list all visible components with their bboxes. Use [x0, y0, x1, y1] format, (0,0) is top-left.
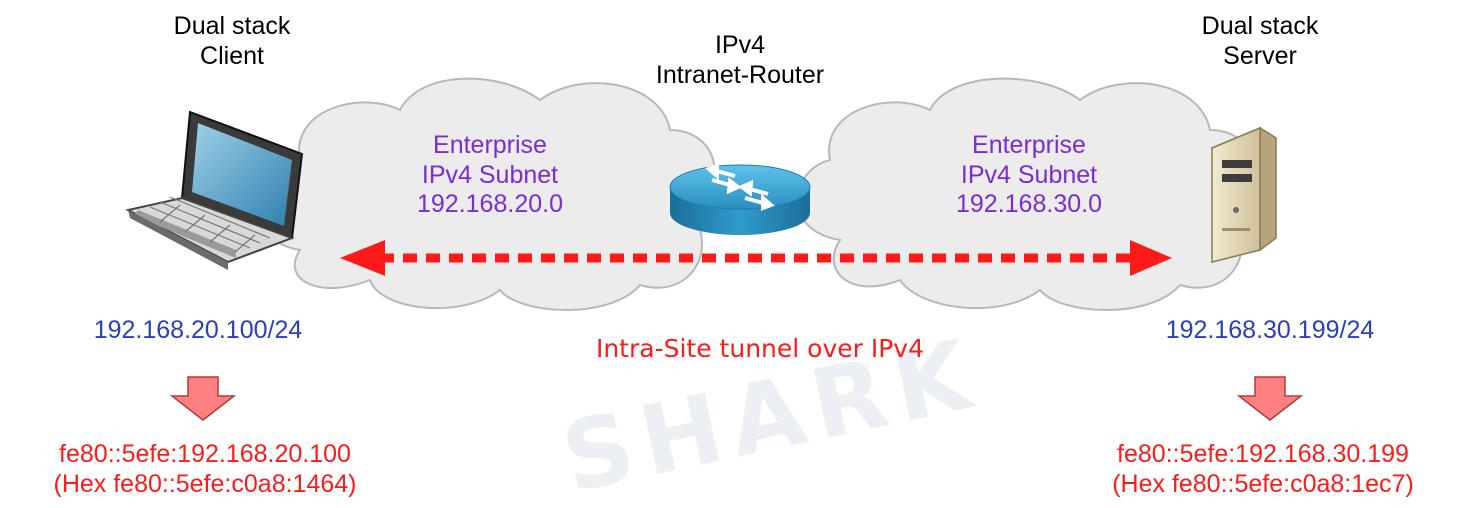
tunnel-arrow [340, 240, 1172, 276]
server-link-local: fe80::5efe:192.168.30.199 (Hex fe80::5ef… [1063, 440, 1463, 499]
server-title: Dual stack Server [1160, 12, 1360, 71]
client-ipv4-address: 192.168.20.100/24 [93, 316, 303, 344]
router-title-line2: Intranet-Router [655, 60, 825, 89]
router-title: IPv4 Intranet-Router [630, 31, 850, 90]
subnet-left-line3: 192.168.20.0 [417, 190, 563, 218]
router-title-line1: IPv4 [714, 31, 766, 59]
subnet-left-line2: IPv4 Subnet [421, 160, 559, 189]
subnet-right-line3: 192.168.30.0 [956, 190, 1102, 218]
down-arrow-right [1236, 376, 1304, 421]
client-title-line1: Dual stack [173, 12, 291, 40]
server-icon [1210, 126, 1278, 263]
subnet-right-line2: IPv4 Subnet [960, 160, 1098, 189]
tunnel-label: Intra-Site tunnel over IPv4 [595, 334, 925, 363]
server-link-local-hex: (Hex fe80::5efe:c0a8:1ec7) [1112, 469, 1414, 498]
client-link-local: fe80::5efe:192.168.20.100 (Hex fe80::5ef… [0, 440, 410, 499]
subnet-right-line1: Enterprise [972, 131, 1086, 159]
laptop-icon [125, 110, 304, 270]
subnet-left-line1: Enterprise [433, 131, 547, 159]
client-link-local-addr: fe80::5efe:192.168.20.100 [59, 440, 351, 468]
down-arrow-left [169, 376, 237, 421]
server-title-line1: Dual stack [1201, 12, 1319, 40]
subnet-right-label: Enterprise IPv4 Subnet 192.168.30.0 [929, 131, 1129, 220]
client-title: Dual stack Client [132, 12, 332, 71]
client-link-local-hex: (Hex fe80::5efe:c0a8:1464) [53, 469, 357, 498]
server-link-local-addr: fe80::5efe:192.168.30.199 [1117, 440, 1409, 468]
router-icon [669, 163, 811, 235]
subnet-left-label: Enterprise IPv4 Subnet 192.168.20.0 [390, 131, 590, 220]
server-title-line2: Server [1223, 41, 1297, 70]
client-title-line2: Client [200, 41, 264, 70]
server-ipv4-address: 192.168.30.199/24 [1165, 316, 1375, 344]
